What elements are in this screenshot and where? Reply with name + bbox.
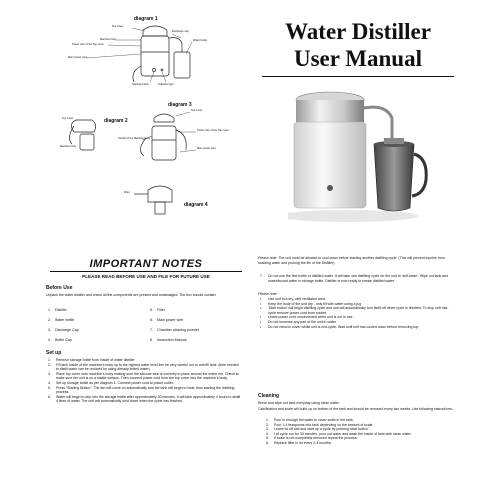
before-use-intro: Unpack the water distiller and check all… <box>46 293 217 297</box>
safety-bullet: •Use unit in a dry, well ventilated area… <box>260 297 326 301</box>
before-use-heading: Before Use <box>46 285 73 291</box>
callout-top-cover-2: Top cover <box>62 117 74 120</box>
callout-machine-body-2: Machine body <box>60 145 77 148</box>
box-item: 1. Distiller <box>48 308 67 312</box>
safety-bullets: •Use unit in a dry, well ventilated area… <box>260 297 454 329</box>
cleaning-step: 5.If scale is not completely removed rep… <box>266 436 358 441</box>
cover-title-line-2: User Manual <box>294 46 422 71</box>
callout-top-cover-3: Top cover <box>191 109 203 112</box>
notes-rule <box>50 271 242 272</box>
important-notes-title: IMPORTANT NOTES <box>89 258 203 270</box>
callout-indicator-light: Indicator light <box>158 83 174 86</box>
box-item: 8. Instruction Manual <box>150 338 187 342</box>
box-item: 2. Water bottle <box>48 318 75 322</box>
setup-steps: 1.Remove storage bottle from inside of w… <box>48 358 242 404</box>
diagrams-page: diagram 1 <box>46 6 246 231</box>
callout-top-cover-1: Top cover <box>112 25 124 28</box>
notes-subheading: PLEASE READ BEFORE USE AND FILE FOR FUTU… <box>82 274 210 279</box>
setup-step: 4.Set up storage bottle as per diagram 1… <box>48 380 174 385</box>
safety-bullet: •Leave power cord unconnected when unit … <box>260 315 354 320</box>
box-item: 7. Chamber cleaning powder <box>150 328 199 332</box>
cover-page: Water Distiller User Manual <box>258 6 458 231</box>
safety-bullet: •Do not remove cover whilst unit is mid-… <box>260 324 420 329</box>
diagram-4-drawing <box>134 185 173 215</box>
diagram-2-drawing <box>69 119 96 151</box>
safety-bullet: •Keep the body of the unit dry - only fi… <box>260 301 362 306</box>
diagram-3-drawing <box>140 113 187 161</box>
callout-top-cover-power-wire-1: Power wire of the Top cover <box>72 43 104 46</box>
cleaning-steps: 1.Pour in enough hot water to cover scal… <box>266 418 452 446</box>
box-item: 6. Main power wire <box>150 318 184 322</box>
callout-main-power-wire-3: Main power wire <box>197 147 216 150</box>
box-item: 3. Discharge Cap <box>48 328 79 332</box>
distiller-product-image <box>288 91 428 222</box>
callout-starting-button: Starting button <box>132 83 149 86</box>
important-notes-page: IMPORTANT NOTES PLEASE READ BEFORE USE A… <box>46 246 246 498</box>
diagram-4-label: diagram 4 <box>184 202 208 208</box>
cleaning-intro-2: Calcification and scale will build up on… <box>258 407 454 411</box>
diagram-1-label: diagram 1 <box>134 16 158 22</box>
safety-bullet: •Do not immerse any part of the unit in … <box>260 319 336 324</box>
box-item: 4. Bottle Cap <box>48 338 72 342</box>
callout-main-power-wire-1: Main power wire <box>68 56 87 59</box>
cleaning-step: 3.Leave lid off unit and start up a cycl… <box>266 427 370 432</box>
cleaning-page: Please note: The unit must be allowed to… <box>258 246 458 498</box>
cleaning-step: 1.Pour in enough hot water to cover scal… <box>266 418 354 422</box>
cleaning-step: 2.Pour 1-4 teaspoons into tank depending… <box>266 422 374 427</box>
cover-title-line-1: Water Distiller <box>285 19 431 44</box>
setup-step: 2.Fill tank inside of the machine's body… <box>48 362 239 372</box>
callout-filter: Filter <box>124 191 130 194</box>
callout-discharge-cap: Discharge cap <box>172 30 189 33</box>
cleaning-step: 6.Replace filter in lid every 2-3 months… <box>266 440 332 445</box>
diagram-1-distiller-drawing <box>132 25 191 83</box>
setup-step: 1.Remove storage bottle from inside of w… <box>48 358 135 362</box>
safety-bullet: •'Start button' will begin distilling cy… <box>260 306 449 315</box>
setup-step-7: 7.Do not use the first bottle of distill… <box>260 274 449 283</box>
cleaning-intro: Rinse and wipe out tank everyday using c… <box>258 401 340 405</box>
cleaning-step: 4.Let cycle run for 30 minutes, pour out… <box>266 431 412 436</box>
diagram-drawings <box>69 25 197 215</box>
callout-water-bottle: Water bottle <box>193 39 207 42</box>
cleaning-heading: Cleaning <box>258 393 280 399</box>
callout-top-cover-power-wire-3: Power wire of the Top cover <box>197 129 229 132</box>
callout-machine-body-1: Machine body <box>100 38 117 41</box>
setup-step: 5.Press "Starting Button". The fan will … <box>48 385 235 395</box>
diagram-2-label: diagram 2 <box>104 118 128 124</box>
setup-step: 3.Place top cover onto machine's body ma… <box>48 371 239 381</box>
cover-rule <box>262 76 454 77</box>
box-contents-list: 1. Distiller 5. Filter 2. Water bottle 6… <box>46 307 242 347</box>
diagram-3-label: diagram 3 <box>168 102 192 108</box>
callout-socket-machine-body: Socket of the Machine body <box>118 137 151 140</box>
please-note-1: Please note: The unit must be allowed to… <box>258 256 445 265</box>
setup-step: 6.Water will begin to drip into the stor… <box>48 394 241 404</box>
box-item: 5. Filter <box>150 308 165 312</box>
please-note-2-label: Please note: <box>258 292 278 296</box>
setup-heading: Set up <box>46 350 62 356</box>
